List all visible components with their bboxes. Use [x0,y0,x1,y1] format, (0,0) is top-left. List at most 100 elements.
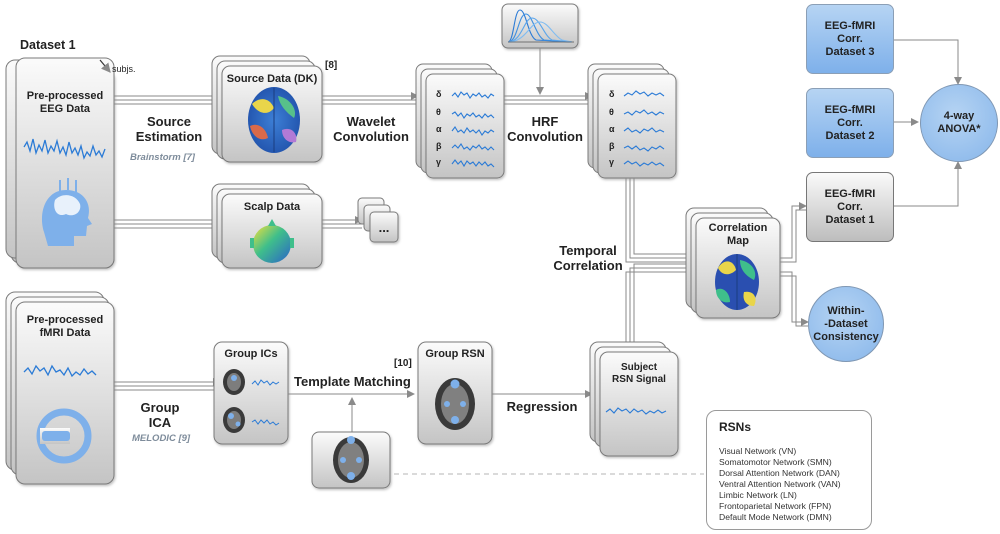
melodic-citation: MELODIC [9] [132,433,191,444]
corr-dataset2-box: EEG-fMRI Corr. Dataset 2 [806,88,894,158]
group-rsn-card [417,341,493,445]
rsn-item-van: Ventral Attention Network (VAN) [719,479,841,489]
correlation-map-title: Correlation Map [696,222,780,248]
corr-dataset3-line1: EEG-fMRI [824,19,876,32]
regression-label: Regression [506,399,578,414]
eeg-head-icon [42,178,92,246]
corr-dataset2-line1: EEG-fMRI [824,103,876,116]
rsn-item-dan: Dorsal Attention Network (DAN) [719,468,840,478]
rsn-item-dmn: Default Mode Network (DMN) [719,512,832,522]
rsn-item-smn: Somatomotor Network (SMN) [719,457,832,467]
eeg-input-title: Pre-processed EEG Data [16,90,114,116]
fmri-scanner-icon [36,408,92,464]
hrf-line2: Convolution [507,129,583,144]
hrf-label: HRF Convolution [506,114,584,144]
more-outputs-stack [357,197,399,243]
within-line1: Within- [827,304,865,317]
brainstorm-citation: Brainstorm [7] [130,152,195,163]
subject-rsn-title: Subject RSN Signal [600,362,678,386]
subject-rsn-line2: RSN Signal [612,374,666,385]
hrf-to-corr-lines [625,178,697,352]
subjects-label: subjs. [112,64,136,74]
corr-dataset3-line2: Corr. [837,32,863,45]
subject-rsn-stack [589,341,679,457]
rsn-legend: RSNs Visual Network (VN) Somatomotor Net… [706,410,872,530]
group-ics-card [213,341,289,445]
subjects-pointer [99,59,111,73]
source-brain-image [248,87,300,153]
fmri-input-title: Pre-processed fMRI Data [16,314,114,340]
source-estimation-line1: Source [146,114,192,129]
group-ica-line2: ICA [148,415,172,430]
corr-dataset1-box: EEG-fMRI Corr. Dataset 1 [806,172,894,242]
subject-rsn-line1: Subject [620,362,658,373]
template-matching-ref: [10] [394,358,412,369]
anova-circle: 4-way ANOVA* [920,84,998,162]
dataset-label: Dataset 1 [20,38,76,52]
source-estimation-label: Source Estimation [124,114,214,144]
corr-dataset2-line3: Dataset 2 [825,129,875,142]
hrf-band-beta: β [609,141,615,151]
rsn-legend-title: RSNs [719,420,752,434]
group-ics-title: Group ICs [224,348,278,360]
fmri-to-ics-arrows [114,378,221,391]
wavelet-band-gamma: γ [436,157,442,167]
wavelet-band-alpha: α [436,124,442,134]
source-data-ref: [8] [325,60,338,71]
temporal-correlation-label: Temporal Correlation [548,243,628,273]
wavelet-line2: Convolution [333,129,409,144]
wavelet-label: Wavelet Convolution [326,114,416,144]
anova-line2: ANOVA* [937,123,981,135]
group-ica-line1: Group [140,400,180,415]
scalp-data-title: Scalp Data [243,201,301,213]
hrf-kernel-card [501,3,579,49]
eeg-input-title-line2: EEG Data [39,103,91,115]
eeg-to-source-arrows [114,92,223,229]
fmri-input-title-line1: Pre-processed [26,314,104,326]
hrf-arrows [504,48,593,105]
rsn-item-vn: Visual Network (VN) [719,446,797,456]
wavelet-line1: Wavelet [346,114,396,129]
within-line2: -Dataset [824,317,868,330]
temporal-correlation-line2: Correlation [553,258,623,273]
corr-dataset2-line2: Corr. [837,116,863,129]
corr-dataset1-line2: Corr. [837,200,863,213]
scalp-topomap-image [250,219,294,263]
wavelet-band-traces [451,91,495,168]
source-data-title: Source Data (DK) [226,73,318,85]
rsn-item-fpn: Frontoparietal Network (FPN) [719,501,832,511]
source-to-wavelet-arrows [322,92,419,105]
more-outputs-ellipsis: ... [378,220,390,235]
scalp-to-more-arrows [322,216,363,229]
fmri-input-title-line2: fMRI Data [39,327,91,339]
hrf-band-stack [587,63,677,179]
wavelet-band-beta: β [436,141,442,151]
wavelet-band-stack [415,63,505,179]
correlation-map-line1: Correlation [708,222,768,234]
source-estimation-line2: Estimation [135,129,203,144]
corr-dataset1-line3: Dataset 1 [825,213,875,226]
correlation-brain-image [715,254,759,310]
hrf-band-delta: δ [609,89,615,99]
fmri-signal-trace [23,364,97,378]
correlation-map-line2: Map [727,235,749,247]
eeg-input-title-line1: Pre-processed [26,90,104,102]
corr-output-arrows [780,202,809,327]
corr-dataset3-box: EEG-fMRI Corr. Dataset 3 [806,4,894,74]
within-line3: Consistency [813,330,879,343]
eeg-signal-trace [23,138,106,160]
group-ica-label: Group ICA [130,400,190,430]
dataset-to-anova-arrows [892,39,962,207]
rsn-item-ln: Limbic Network (LN) [719,490,797,500]
hrf-band-theta: θ [609,107,614,117]
temporal-correlation-line1: Temporal [559,243,617,258]
template-brain-card [311,431,391,489]
hrf-line1: HRF [531,114,559,129]
wavelet-band-delta: δ [436,89,442,99]
corr-dataset1-line1: EEG-fMRI [824,187,876,200]
within-dataset-circle: Within- -Dataset Consistency [808,286,884,362]
group-rsn-title: Group RSN [425,348,485,360]
hrf-band-gamma: γ [609,157,615,167]
